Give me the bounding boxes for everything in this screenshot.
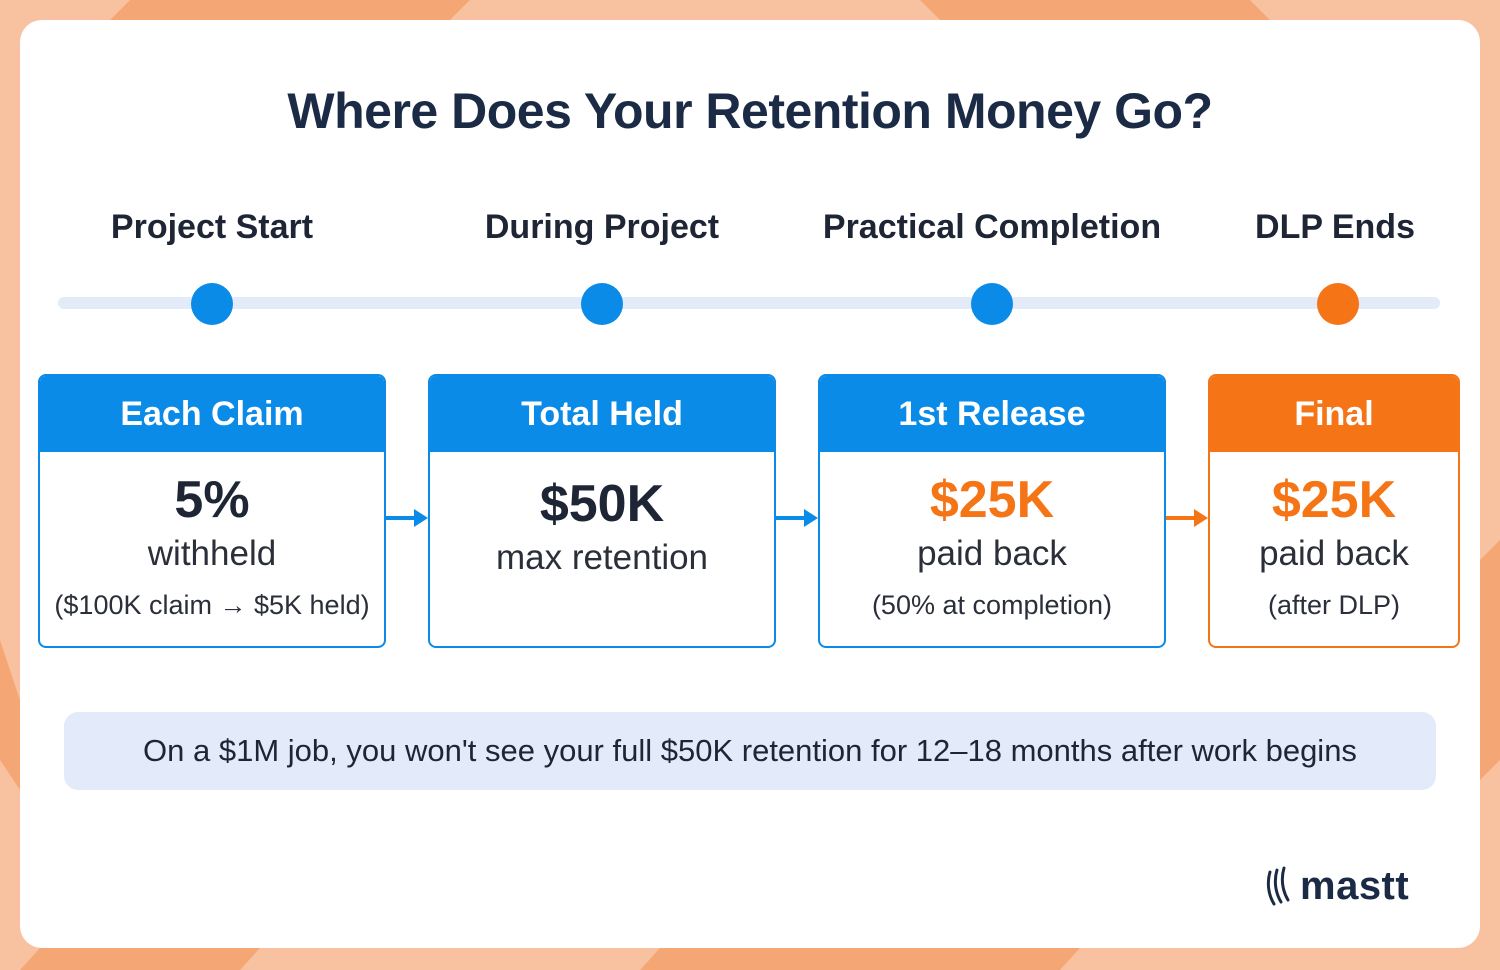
timeline-dot-during-project bbox=[581, 283, 623, 325]
logo-text: mastt bbox=[1300, 863, 1410, 908]
stage-label-dlp-ends: DLP Ends bbox=[1255, 208, 1415, 246]
box-header: Each Claim bbox=[40, 376, 384, 452]
stage-label-project-start: Project Start bbox=[110, 208, 314, 246]
box-final: Final $25K paid back (after DLP) bbox=[1208, 374, 1460, 648]
box-line2: (50% at completion) bbox=[871, 590, 1113, 620]
page-title: Where Does Your Retention Money Go? bbox=[287, 83, 1213, 139]
box-header: Final bbox=[1210, 376, 1458, 452]
box-line1: withheld bbox=[147, 534, 277, 573]
box-line1: paid back bbox=[917, 534, 1067, 573]
mastt-logo: mastt bbox=[1266, 862, 1409, 910]
mastt-logo-icon bbox=[1266, 866, 1290, 906]
box-line1: max retention bbox=[495, 538, 709, 577]
box-value: $25K bbox=[1271, 471, 1397, 529]
box-line2: ($100K claim → $5K held) bbox=[54, 590, 370, 620]
timeline-dot-project-start bbox=[191, 283, 233, 325]
arrow-right-icon bbox=[776, 509, 818, 527]
box-total-held: Total Held $50K max retention bbox=[428, 374, 776, 648]
timeline-dot-dlp-ends bbox=[1317, 283, 1359, 325]
box-header: Total Held bbox=[430, 376, 774, 452]
box-value: $50K bbox=[539, 475, 665, 533]
timeline-track bbox=[58, 297, 1440, 309]
box-line2: (after DLP) bbox=[1267, 590, 1401, 620]
box-each-claim: Each Claim 5% withheld ($100K claim → $5… bbox=[38, 374, 386, 648]
timeline-dot-practical-completion bbox=[971, 283, 1013, 325]
box-1st-release: 1st Release $25K paid back (50% at compl… bbox=[818, 374, 1166, 648]
arrow-right-icon bbox=[386, 509, 428, 527]
stage-label-practical-completion: Practical Completion bbox=[822, 208, 1162, 246]
stage-label-during-project: During Project bbox=[484, 208, 720, 246]
box-value: $25K bbox=[929, 471, 1055, 529]
box-header: 1st Release bbox=[820, 376, 1164, 452]
info-note: On a $1M job, you won't see your full $5… bbox=[64, 712, 1436, 790]
box-value: 5% bbox=[174, 471, 250, 529]
box-line1: paid back bbox=[1259, 534, 1409, 573]
arrow-right-icon bbox=[1166, 509, 1208, 527]
